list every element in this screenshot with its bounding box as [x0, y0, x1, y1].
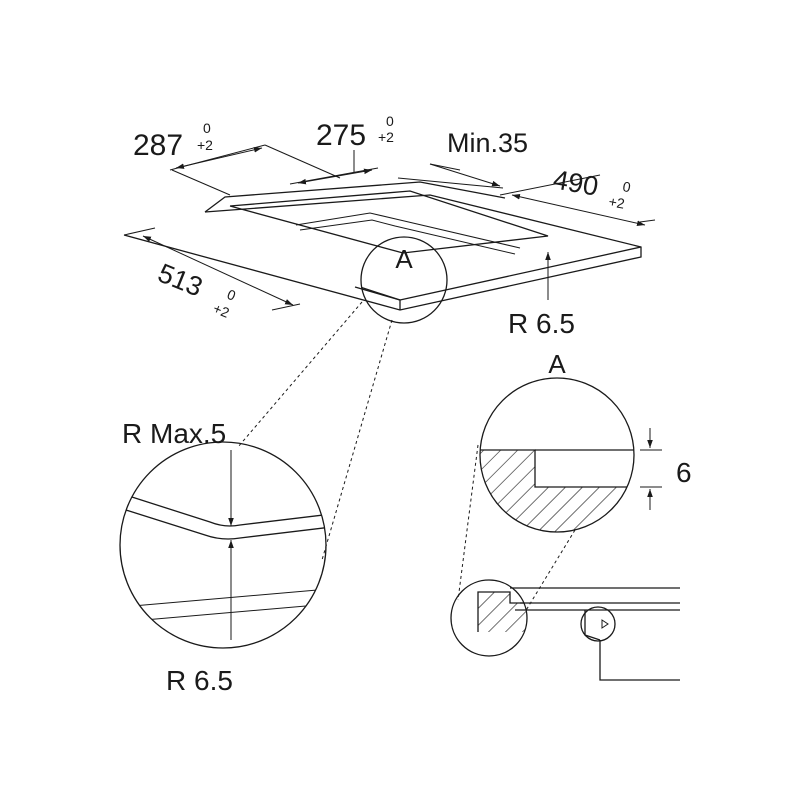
- dimension-490-tol-lower: +2: [607, 193, 626, 212]
- worktop-slab: [123, 194, 642, 311]
- dimension-275-value: 275: [316, 119, 366, 152]
- dimension-275-tol-upper: 0: [386, 113, 394, 129]
- hob-profile-outline: [510, 587, 680, 641]
- dimension-513-tol-upper: 0: [225, 286, 238, 304]
- step-height-label: 6: [676, 457, 692, 488]
- step-height-dimension: 6: [640, 428, 692, 510]
- dimension-min35: Min.35: [397, 128, 528, 189]
- dimension-287-tol-lower: +2: [197, 137, 213, 153]
- edge-radius-detail: R Max.5 R 6.5: [119, 418, 327, 696]
- radius-bottom-label: R 6.5: [166, 665, 233, 696]
- dimension-513-value: 513: [154, 258, 207, 303]
- dimension-490: 490 0 +2: [499, 164, 656, 226]
- projection-lines-left: [237, 301, 393, 561]
- worktop-isometric-view: A: [123, 181, 642, 324]
- radius-top-callout: R 6.5: [508, 252, 575, 339]
- dimension-275-tol-lower: +2: [378, 129, 394, 145]
- dimension-490-value: 490: [551, 164, 601, 201]
- dimension-min35-value: Min.35: [447, 128, 528, 158]
- dimension-490-tol-upper: 0: [621, 178, 632, 195]
- detail-small-edge-circle: [580, 606, 616, 642]
- radius-max-label: R Max.5: [122, 418, 226, 449]
- hob-cutout-outline: [204, 181, 549, 255]
- detail-a-marker: A: [395, 244, 413, 274]
- dimension-287-value: 287: [133, 129, 183, 162]
- dimension-275: 275 0 +2: [289, 113, 394, 185]
- dimension-287-tol-upper: 0: [203, 120, 211, 136]
- detail-a-title: A: [548, 349, 566, 379]
- radius-top-label: R 6.5: [508, 308, 575, 339]
- detail-a-callout-circle: [360, 236, 448, 324]
- detail-a-cross-section: A 6: [450, 349, 692, 681]
- dimension-513-tol-lower: +2: [211, 300, 232, 321]
- edge-radius-circle: [119, 441, 327, 649]
- dimension-287: 287 0 +2: [133, 120, 341, 196]
